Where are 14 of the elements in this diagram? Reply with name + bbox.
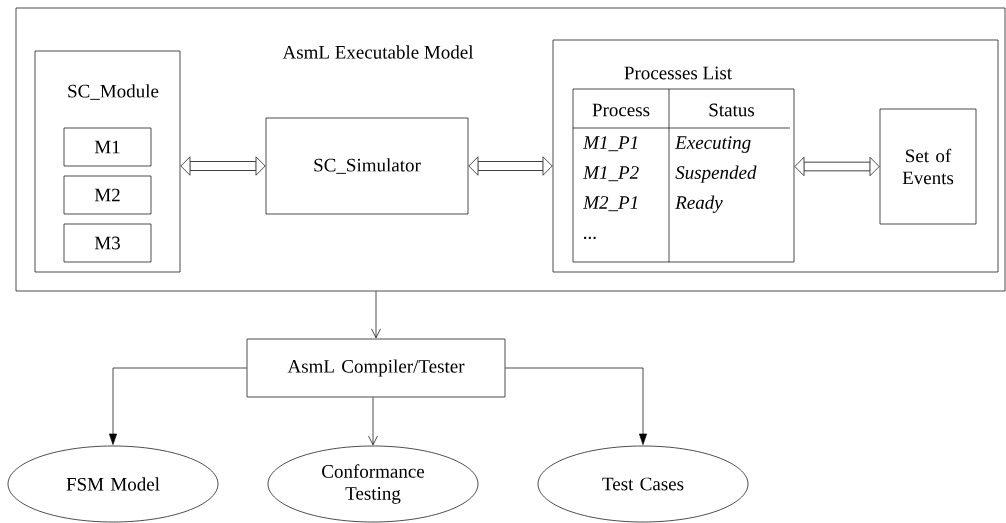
double-arrow [468, 156, 553, 176]
process-box: M1 [63, 127, 152, 167]
process-box: M2 [63, 175, 152, 215]
double-arrow [794, 156, 880, 177]
process-box: AsmL Compiler/Tester [246, 338, 506, 398]
arrow [505, 367, 647, 445]
process-box: M3 [63, 223, 152, 263]
double-arrow [180, 156, 266, 176]
process-box: SC_Simulator [265, 117, 469, 215]
arrow [109, 367, 247, 445]
arrow [368, 397, 378, 446]
process-box: Set of Events [879, 108, 977, 225]
arrow [371, 291, 381, 339]
process-table: Process Status M1_P1 M1_P2 M2_P1 ... Executing Suspended Ready [572, 88, 795, 263]
